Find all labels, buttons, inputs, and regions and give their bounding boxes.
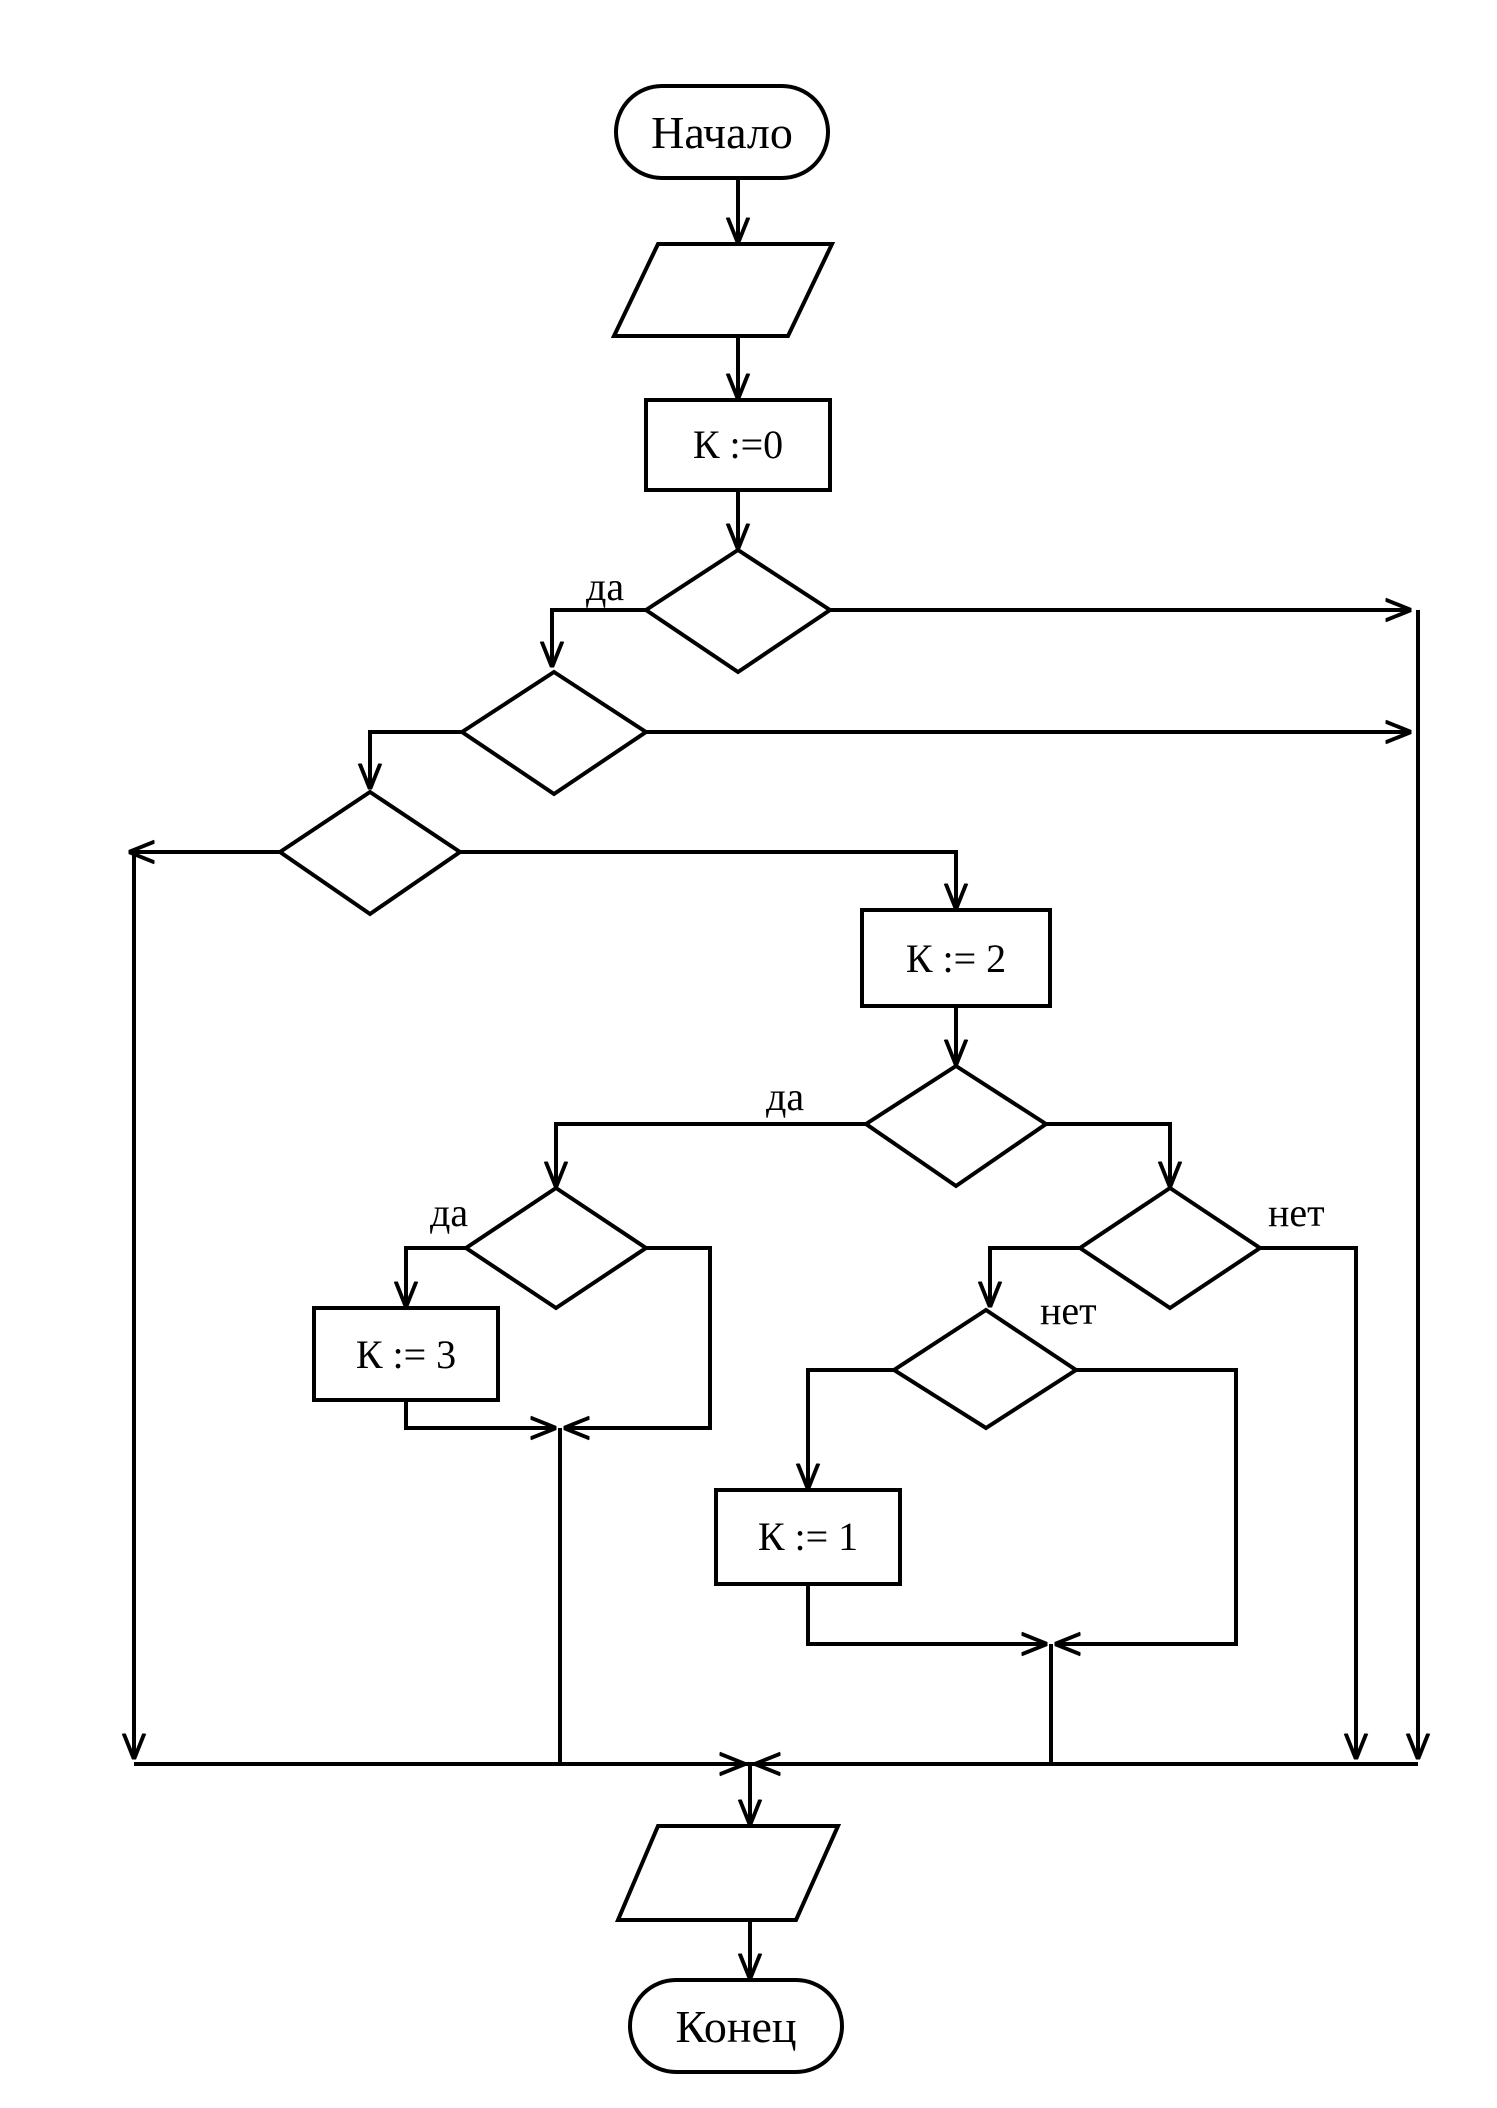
decision-5 xyxy=(462,1185,650,1311)
process-k2: К := 2 xyxy=(860,908,1052,1008)
branch-label-yes: да xyxy=(766,1074,804,1119)
input-parallelogram xyxy=(610,242,836,338)
connector xyxy=(404,1400,555,1428)
connector xyxy=(1260,1246,1356,1758)
process-k0-label: К :=0 xyxy=(693,422,783,467)
process-k3: К := 3 xyxy=(312,1306,500,1402)
process-k1: К := 1 xyxy=(714,1488,902,1586)
process-k2-label: К := 2 xyxy=(906,936,1006,981)
decision-2 xyxy=(458,669,650,797)
branch-label-yes: да xyxy=(430,1190,468,1235)
connector xyxy=(556,1122,866,1186)
start-label: Начало xyxy=(651,107,793,158)
decision-6 xyxy=(1076,1185,1264,1311)
process-k0: К :=0 xyxy=(644,398,832,492)
decision-7 xyxy=(890,1307,1080,1431)
connector xyxy=(565,1246,712,1428)
process-k3-label: К := 3 xyxy=(356,1332,456,1377)
decision-1 xyxy=(642,547,834,675)
branch-label-no: нет xyxy=(1040,1288,1097,1333)
start-terminal: Начало xyxy=(614,84,830,180)
decision-3 xyxy=(276,789,464,917)
connector xyxy=(406,1246,466,1306)
connector xyxy=(552,608,646,666)
process-k1-label: К := 1 xyxy=(758,1514,858,1559)
connector xyxy=(370,730,462,788)
decision-4 xyxy=(862,1063,1050,1189)
connector xyxy=(460,850,956,908)
branch-label-yes: да xyxy=(586,564,624,609)
end-terminal: Конец xyxy=(628,1978,844,2074)
connectors xyxy=(130,178,1418,1978)
connector xyxy=(990,1246,1080,1306)
end-label: Конец xyxy=(675,2001,796,2052)
connector xyxy=(808,1368,894,1488)
connector xyxy=(806,1584,1046,1644)
connector xyxy=(1056,1368,1238,1644)
connector xyxy=(1046,1122,1170,1186)
branch-label-no: нет xyxy=(1268,1190,1325,1235)
output-parallelogram xyxy=(614,1824,842,1922)
